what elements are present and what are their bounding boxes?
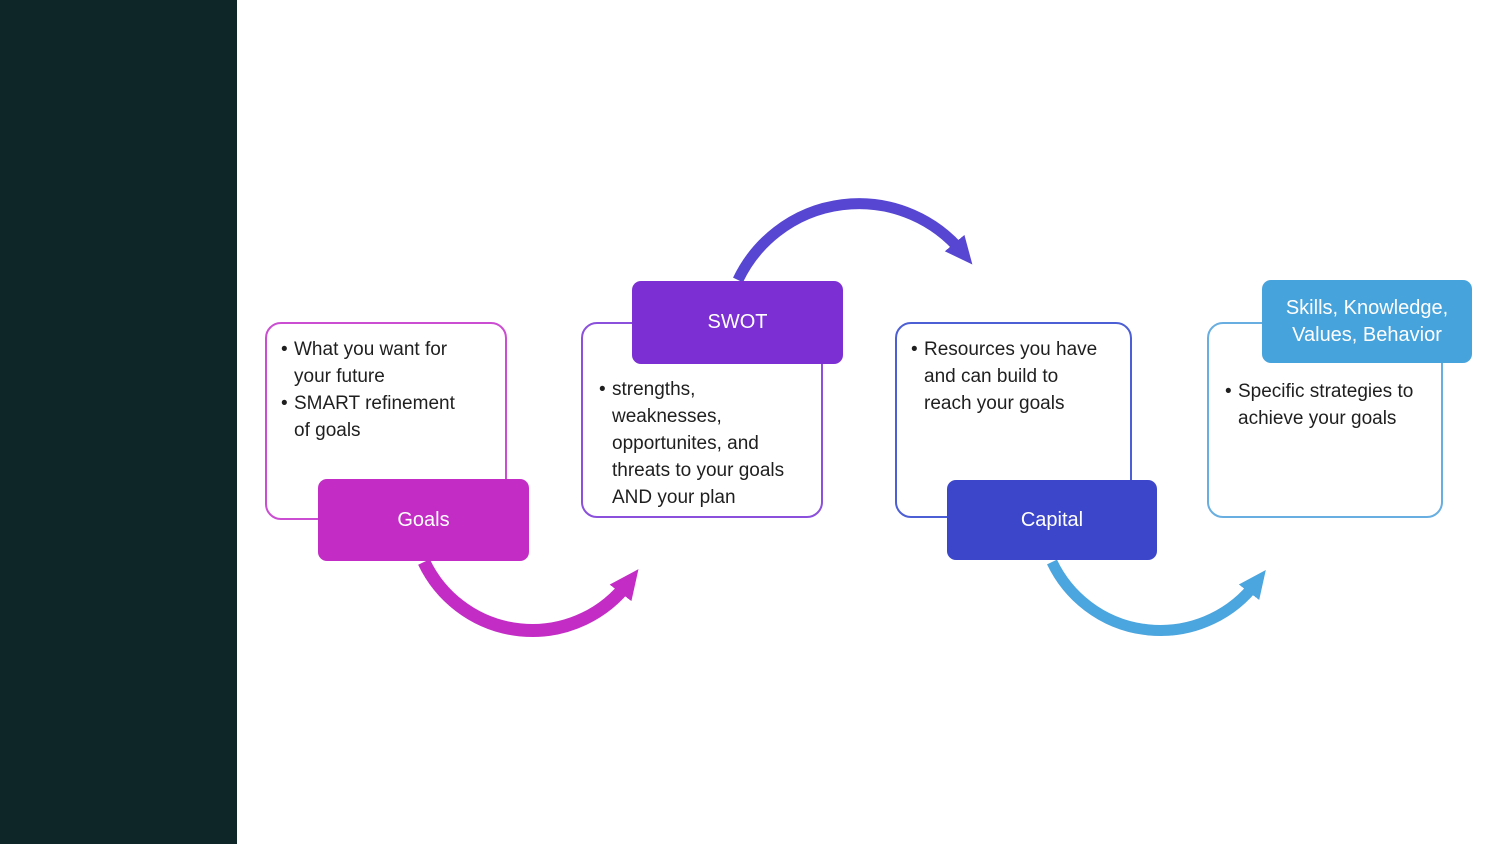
bullet-list: Specific strategies to achieve your goal… — [1225, 378, 1431, 432]
arrow-goals-to-swot — [418, 559, 639, 637]
bullet-item: Resources you have and can build to reac… — [911, 336, 1103, 417]
step-panel-goals: What you want for your future SMART refi… — [265, 322, 507, 520]
step-label-capital: Capital — [947, 480, 1157, 560]
bullet-item: Specific strategies to achieve your goal… — [1225, 378, 1431, 432]
step-label-skills: Skills, Knowledge, Values, Behavior — [1262, 280, 1472, 363]
left-dark-panel — [0, 0, 237, 844]
bullet-item: strengths, weaknesses, opportunites, and… — [599, 376, 801, 511]
step-label-goals: Goals — [318, 479, 529, 561]
arrow-capital-to-skills — [1047, 559, 1266, 636]
step-label-swot: SWOT — [632, 281, 843, 364]
bullet-item: SMART refinement of goals — [281, 390, 473, 444]
bullet-list: strengths, weaknesses, opportunites, and… — [599, 376, 801, 511]
bullet-list: Resources you have and can build to reac… — [911, 336, 1103, 417]
bullet-list: What you want for your future SMART refi… — [281, 336, 473, 444]
bullet-item: What you want for your future — [281, 336, 473, 390]
step-panel-swot: strengths, weaknesses, opportunites, and… — [581, 322, 823, 518]
arrow-swot-to-capital — [733, 198, 973, 283]
